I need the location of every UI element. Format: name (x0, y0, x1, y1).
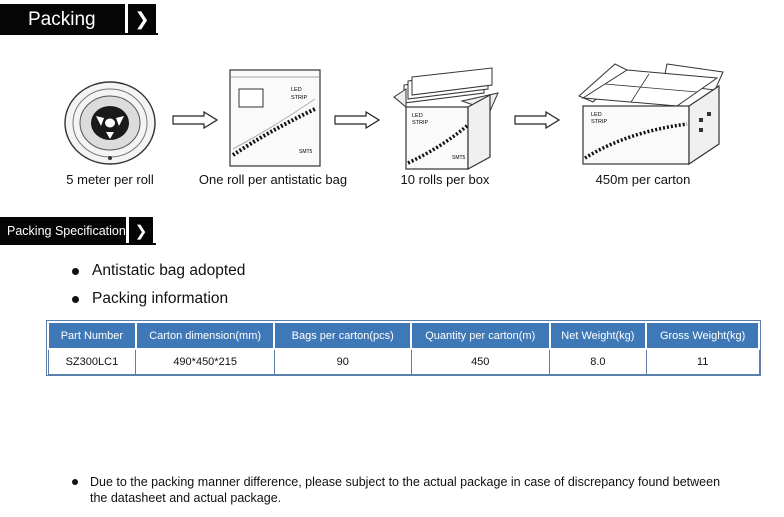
inner-box-icon: LED STRIP SMT5 (393, 67, 499, 171)
chevron-right-icon: ❯ (129, 217, 153, 245)
arrow-right-icon (334, 111, 380, 129)
packing-title: Packing (0, 4, 125, 35)
bullet-dot-icon (72, 295, 79, 303)
table-header-row: Part Number Carton dimension(mm) Bags pe… (47, 321, 760, 350)
carton-icon: LED STRIP (578, 63, 724, 166)
bullet-item: Antistatic bag adopted (72, 262, 245, 280)
table-row: SZ300LC1 490*450*215 90 450 8.0 11 (47, 348, 760, 375)
packing-specification-header: Packing Specification ❯ (0, 217, 156, 245)
svg-text:STRIP: STRIP (412, 120, 429, 126)
step-caption-roll: 5 meter per roll (66, 172, 154, 187)
column-header: Quantity per carton(m) (410, 321, 551, 350)
antistatic-bag-icon: LED STRIP SMT5 (229, 69, 321, 167)
table-cell: SZ300LC1 (47, 348, 137, 375)
column-header: Carton dimension(mm) (134, 321, 276, 350)
svg-text:LED: LED (291, 87, 302, 93)
table-cell: 11 (645, 348, 760, 375)
step-caption-bag: One roll per antistatic bag (198, 172, 348, 187)
bullet-text: Antistatic bag adopted (92, 262, 246, 279)
bullet-dot-icon (72, 267, 79, 275)
svg-text:STRIP: STRIP (591, 119, 608, 125)
table-cell: 450 (410, 348, 550, 375)
table-cell: 8.0 (549, 348, 647, 375)
step-caption-box: 10 rolls per box (400, 172, 490, 187)
svg-text:LED: LED (412, 113, 423, 119)
packing-section-header: Packing ❯ (0, 4, 158, 35)
column-header: Net Weight(kg) (548, 321, 648, 350)
header-underline (0, 33, 158, 35)
bullet-dot-icon (72, 479, 78, 485)
arrow-right-icon (514, 111, 560, 129)
step-caption-carton: 450m per carton (595, 172, 691, 187)
column-header: Gross Weight(kg) (645, 321, 760, 350)
note-text: Due to the packing manner difference, pl… (90, 475, 721, 505)
bullet-text: Packing information (92, 290, 229, 307)
chevron-right-icon: ❯ (128, 4, 156, 35)
led-reel-icon (64, 81, 156, 165)
bullet-item: Packing information (72, 290, 228, 308)
svg-text:LED: LED (591, 112, 602, 118)
spec-title: Packing Specification (0, 217, 126, 245)
table-cell: 90 (273, 348, 412, 375)
packing-info-table: Part Number Carton dimension(mm) Bags pe… (46, 320, 761, 376)
table-cell: 490*450*215 (135, 348, 275, 375)
column-header: Bags per carton(pcs) (273, 321, 412, 350)
arrow-right-icon (172, 111, 218, 129)
svg-text:SMT5: SMT5 (452, 155, 466, 161)
header-underline (0, 243, 156, 245)
packing-note: Due to the packing manner difference, pl… (72, 474, 730, 506)
svg-text:SMT5: SMT5 (299, 149, 313, 155)
column-header: Part Number (47, 321, 137, 350)
svg-text:STRIP: STRIP (291, 95, 308, 101)
